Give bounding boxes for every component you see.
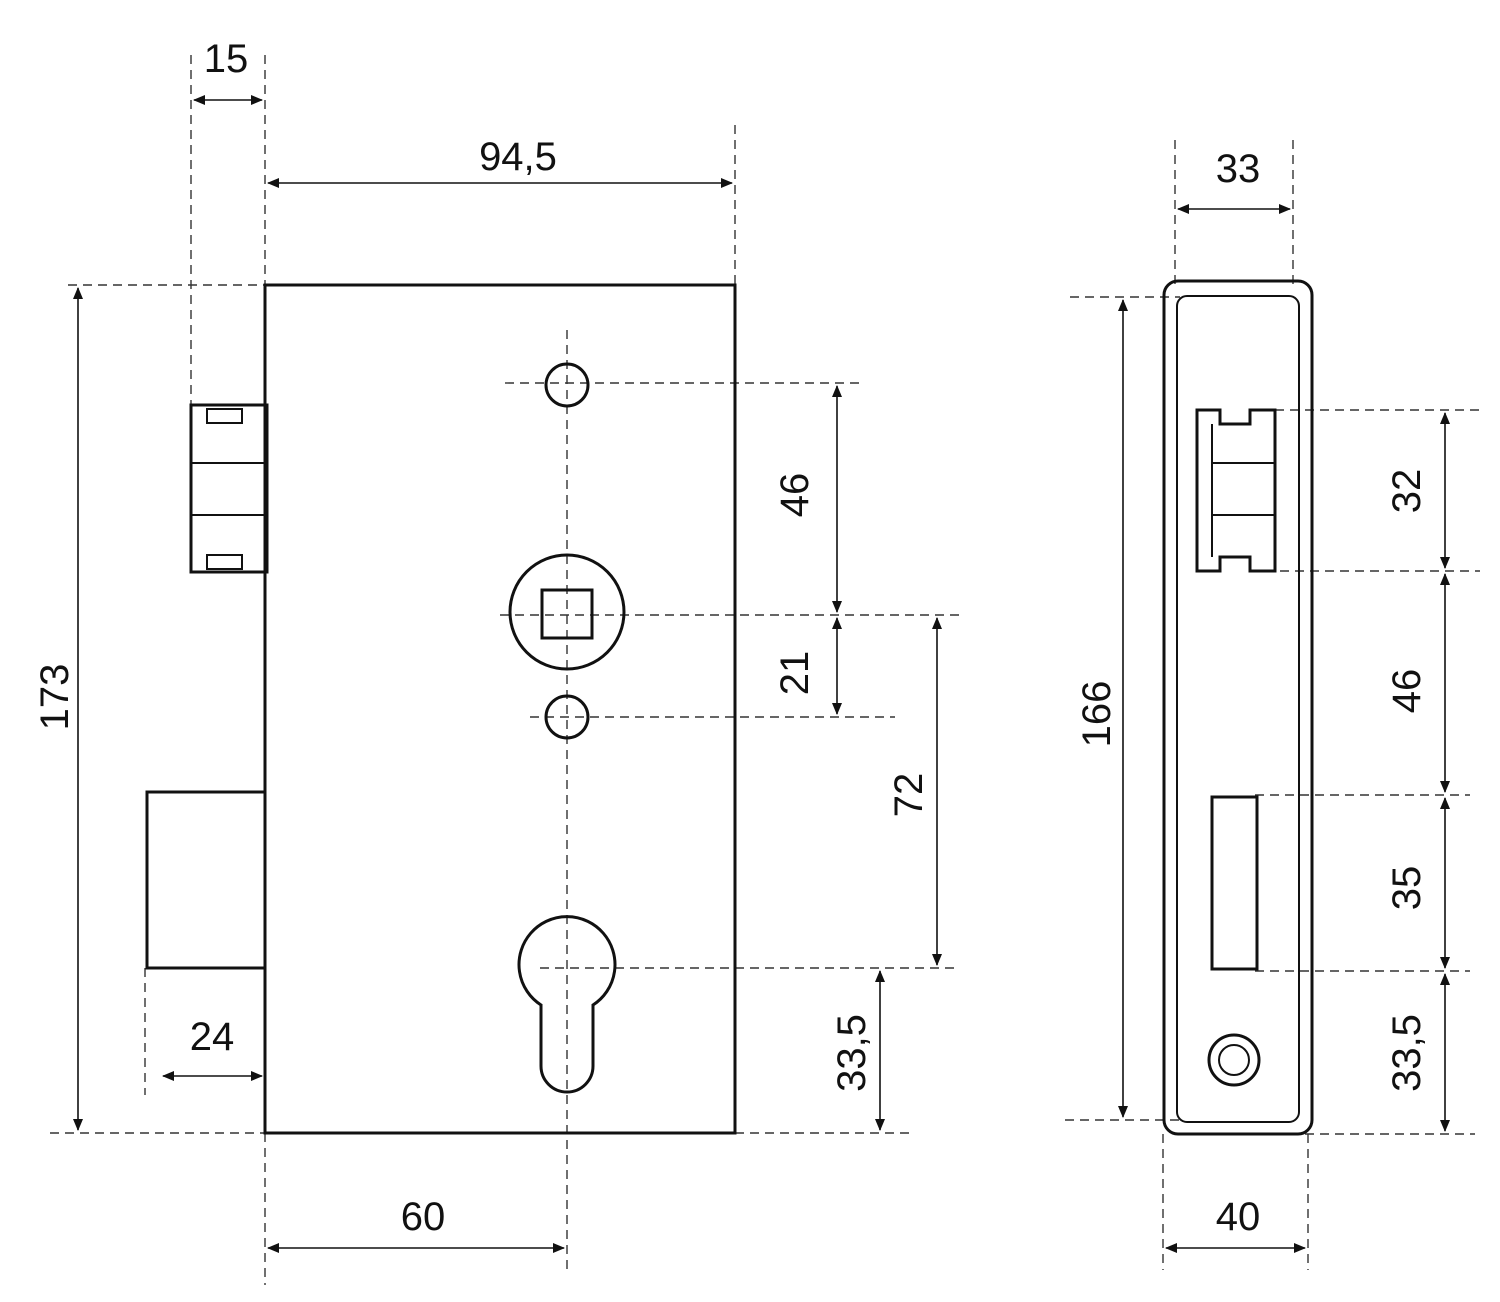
dim-front-height: 173 — [33, 664, 77, 731]
dim-side-height: 166 — [1075, 681, 1119, 748]
latch-opening — [1195, 408, 1277, 573]
bolt-opening — [1210, 795, 1259, 971]
front-dimension-lines — [73, 95, 942, 1253]
dim-latch-height: 32 — [1385, 469, 1429, 514]
dim-spindle-to-top-hole: 46 — [773, 473, 817, 518]
dim-spindle-to-cylinder: 72 — [887, 773, 931, 818]
screw-hole-outer — [1207, 1033, 1261, 1087]
dim-side-width-bottom: 40 — [1216, 1195, 1261, 1239]
dim-bolt-height: 35 — [1385, 866, 1429, 911]
side-dimension-lines — [1118, 204, 1450, 1253]
faceplate-inner — [1176, 295, 1300, 1123]
bottom-fixing-hole — [544, 694, 590, 740]
spindle-square — [540, 588, 594, 640]
side-extension-lines — [1065, 140, 1480, 1270]
side-view: 33 166 32 46 35 33,5 40 — [1065, 140, 1480, 1270]
dim-latch-to-bolt: 46 — [1385, 669, 1429, 714]
dim-side-width-top: 33 — [1216, 147, 1261, 191]
front-extension-lines — [50, 55, 962, 1285]
dim-bolt-throw: 24 — [190, 1015, 235, 1059]
faceplate-outer — [1162, 279, 1314, 1136]
dim-backset: 60 — [401, 1195, 446, 1239]
cylinder-cutout — [517, 915, 617, 1094]
spindle-rosette — [508, 553, 626, 671]
dead-bolt — [145, 790, 267, 970]
latch-bolt — [189, 403, 269, 574]
dim-cylinder-to-bottom: 33,5 — [830, 1014, 874, 1092]
lock-case-body — [263, 283, 737, 1135]
dim-latch-width: 15 — [204, 37, 249, 81]
top-fixing-hole — [544, 362, 590, 408]
dim-spindle-to-bottom-hole: 21 — [773, 651, 817, 696]
front-view: 15 94,5 173 46 21 72 33,5 24 60 — [33, 37, 962, 1285]
dim-case-depth: 94,5 — [479, 135, 557, 179]
dim-bolt-to-bottom: 33,5 — [1385, 1014, 1429, 1092]
screw-hole-inner — [1218, 1044, 1250, 1076]
